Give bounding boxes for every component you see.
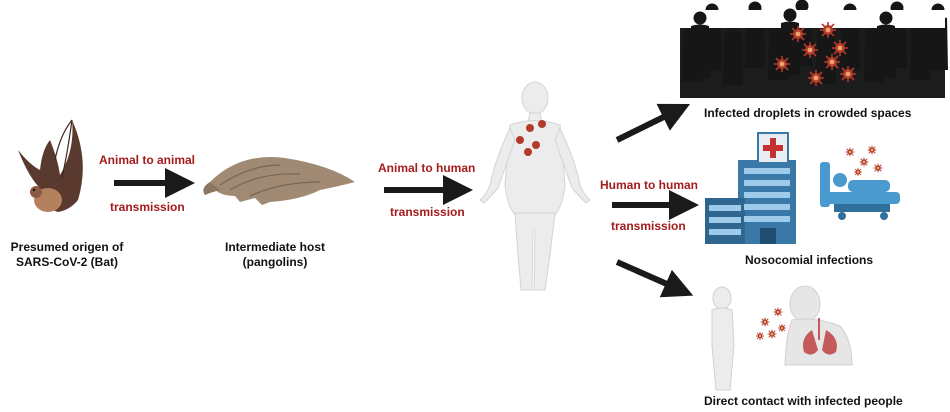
intermediate-label: Intermediate host (pangolins)	[210, 240, 340, 270]
outcome-direct-contact-label: Direct contact with infected people	[704, 394, 903, 409]
human-body-icon	[480, 82, 590, 290]
step3-label-bottom: transmission	[611, 219, 686, 233]
outcome-crowded-label: Infected droplets in crowded spaces	[704, 106, 911, 121]
intermediate-label-line2: (pangolins)	[210, 255, 340, 270]
step3-label-top: Human to human	[600, 178, 698, 192]
step2-label-bottom: transmission	[390, 205, 465, 219]
step1-label-bottom: transmission	[110, 200, 185, 214]
bat-icon	[18, 120, 83, 212]
pangolin-icon	[203, 157, 355, 205]
step1-label-top: Animal to animal	[99, 153, 195, 167]
hospital-bed-icon	[820, 146, 900, 220]
source-label: Presumed origen of SARS-CoV-2 (Bat)	[2, 240, 132, 270]
outcome-nosocomial-label: Nosocomial infections	[745, 253, 873, 268]
crowd-icon	[680, 0, 948, 98]
direct-contact-icon	[712, 286, 852, 390]
hospital-icon	[705, 133, 796, 244]
arrow-to-crowd	[617, 108, 682, 140]
step2-label-top: Animal to human	[378, 161, 475, 175]
arrow-to-contact	[617, 262, 685, 292]
intermediate-label-line1: Intermediate host	[210, 240, 340, 255]
source-label-line1: Presumed origen of	[2, 240, 132, 255]
source-label-line2: SARS-CoV-2 (Bat)	[2, 255, 132, 270]
